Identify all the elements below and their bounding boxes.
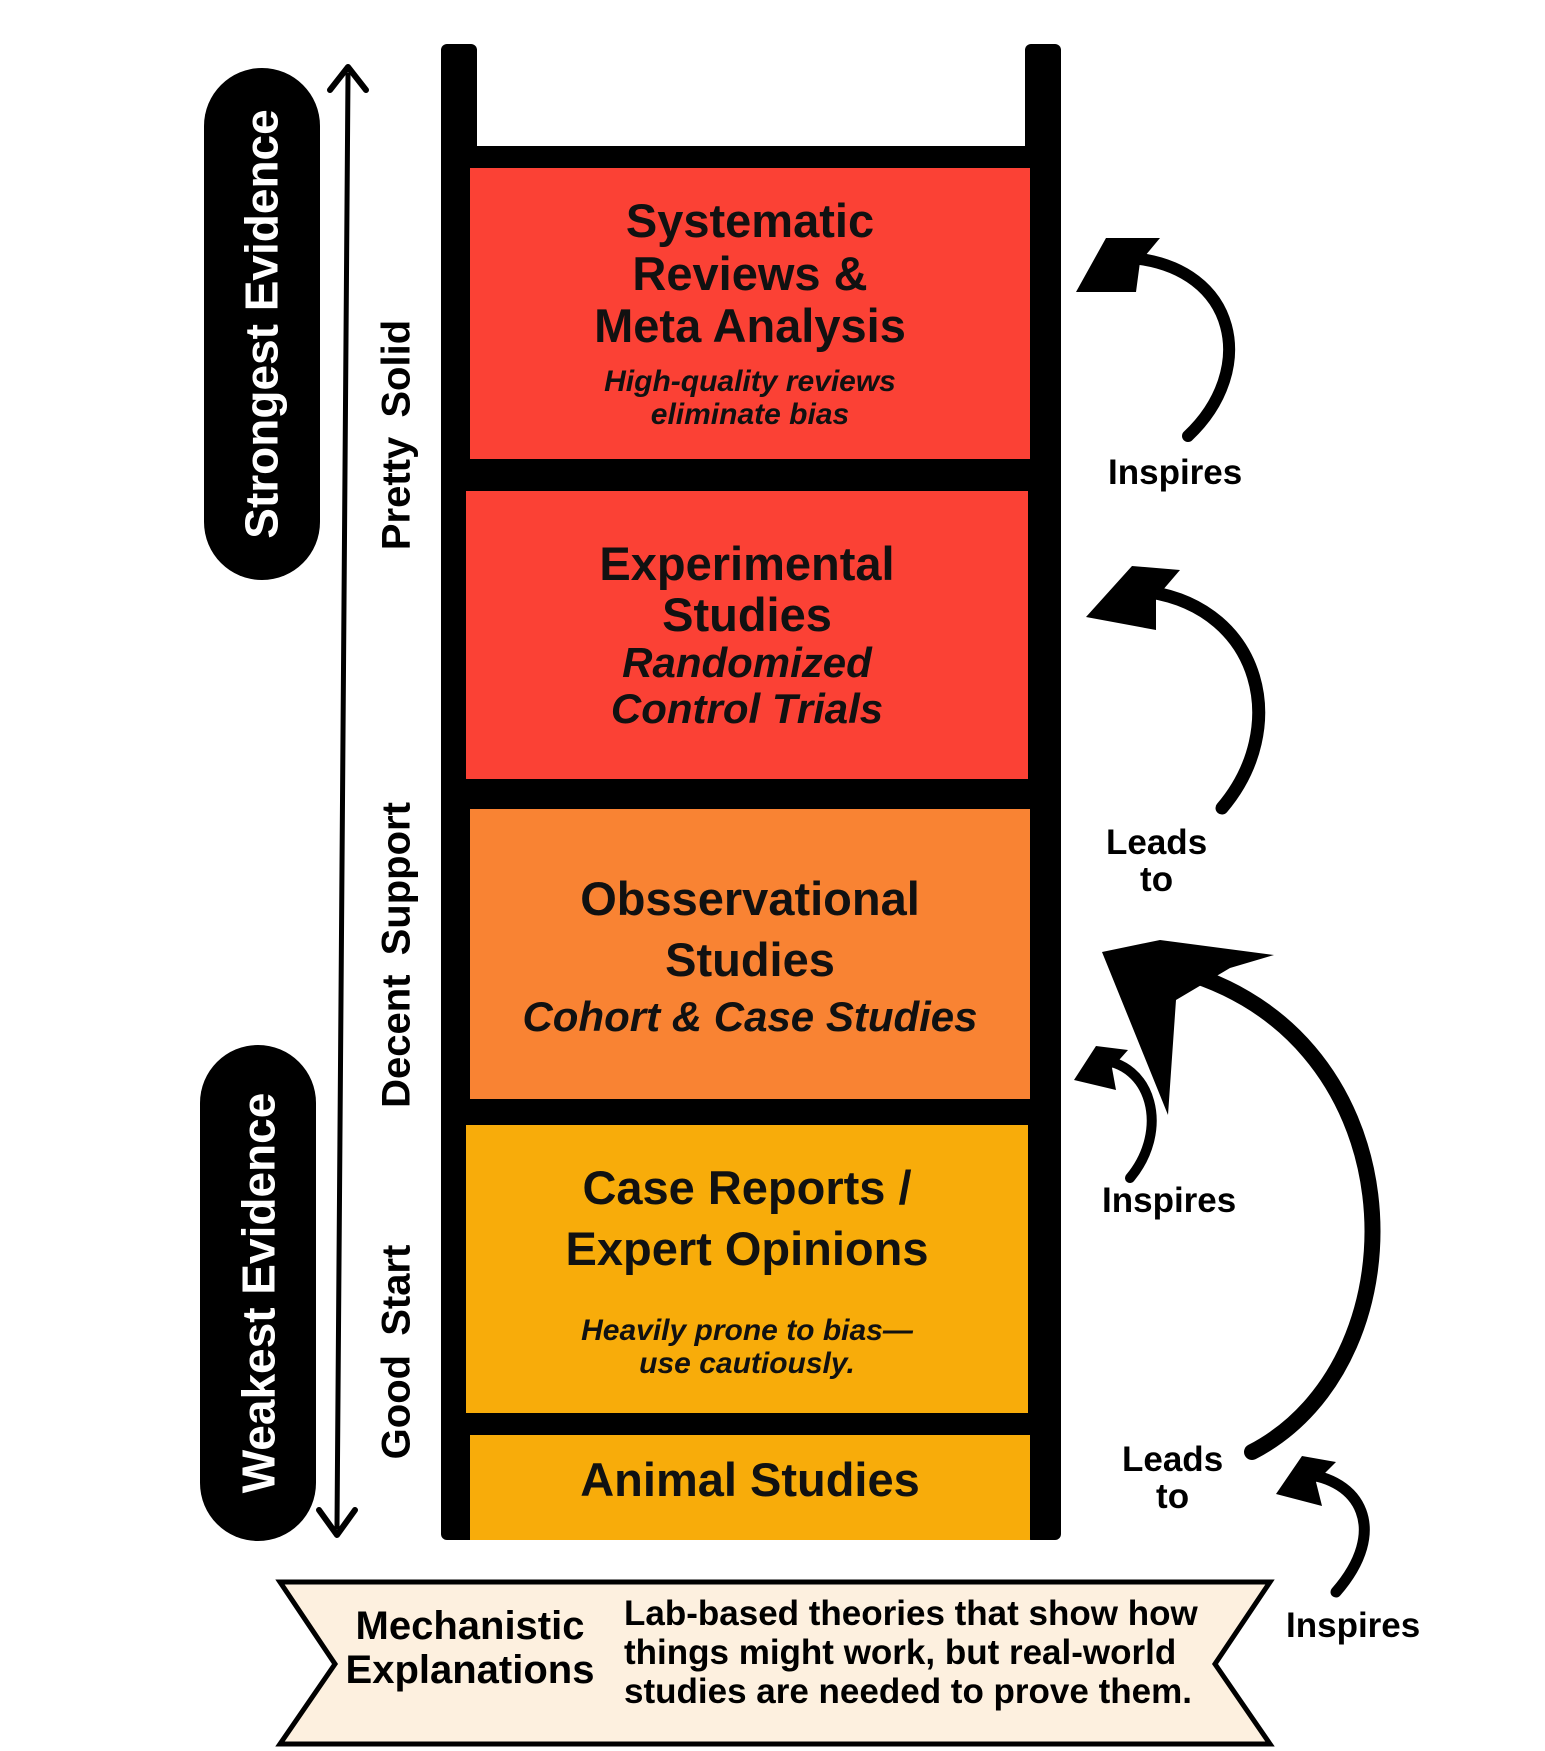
ladder-rung-1	[470, 459, 1030, 491]
level-animal-studies: Animal Studies	[470, 1435, 1030, 1540]
arrow-head-2	[1086, 566, 1180, 630]
systematic-subtitle: High-quality reviews eliminate bias	[604, 364, 896, 432]
animal-title: Animal Studies	[580, 1453, 920, 1507]
strongest-evidence-pill: Strongest Evidence	[204, 68, 320, 580]
arrow-head-1	[1076, 238, 1160, 292]
arrow-head-3	[1074, 1046, 1128, 1090]
ladder-top-rung	[470, 146, 1030, 168]
ladder-rung-3	[470, 1099, 1030, 1125]
level-observational-studies: Obsservational Studies Cohort & Case Stu…	[470, 809, 1030, 1099]
systematic-title: Systematic Reviews & Meta Analysis	[594, 193, 906, 353]
ladder-rung-2	[470, 779, 1030, 809]
banner-title: Mechanistic Explanations	[345, 1604, 595, 1692]
experimental-subtitle: Randomized Control Trials	[610, 639, 884, 732]
ladder-rung-4	[470, 1413, 1030, 1435]
case-reports-title: Case Reports / Expert Opinions	[565, 1161, 929, 1276]
weakest-evidence-pill: Weakest Evidence	[200, 1045, 316, 1541]
arrow-head-4	[1102, 940, 1274, 1115]
arrow-label-leads-to-2: Leads to	[1122, 1440, 1224, 1516]
arrow-label-inspires-3: Inspires	[1286, 1606, 1421, 1645]
experimental-title: Experimental Studies	[599, 536, 895, 641]
observational-title: Obsservational Studies	[580, 872, 920, 987]
arrow-label-leads-to-1: Leads to	[1106, 823, 1208, 899]
arrow-label-inspires-2: Inspires	[1102, 1181, 1237, 1220]
ladder-right-rail	[1025, 44, 1061, 1540]
case-reports-subtitle: Heavily prone to bias— use cautiously.	[581, 1313, 913, 1381]
level-systematic-reviews: Systematic Reviews & Meta Analysis High-…	[470, 168, 1030, 459]
level-case-reports: Case Reports / Expert Opinions Heavily p…	[466, 1125, 1028, 1413]
evidence-scale-arrow	[316, 64, 369, 1538]
arrow-label-inspires-1: Inspires	[1108, 453, 1243, 492]
level-experimental-studies: Experimental Studies Randomized Control …	[466, 491, 1028, 779]
observational-subtitle: Cohort & Case Studies	[522, 993, 978, 1041]
banner-description: Lab-based theories that show how things …	[624, 1594, 1198, 1712]
arrow-head-5	[1276, 1456, 1336, 1506]
